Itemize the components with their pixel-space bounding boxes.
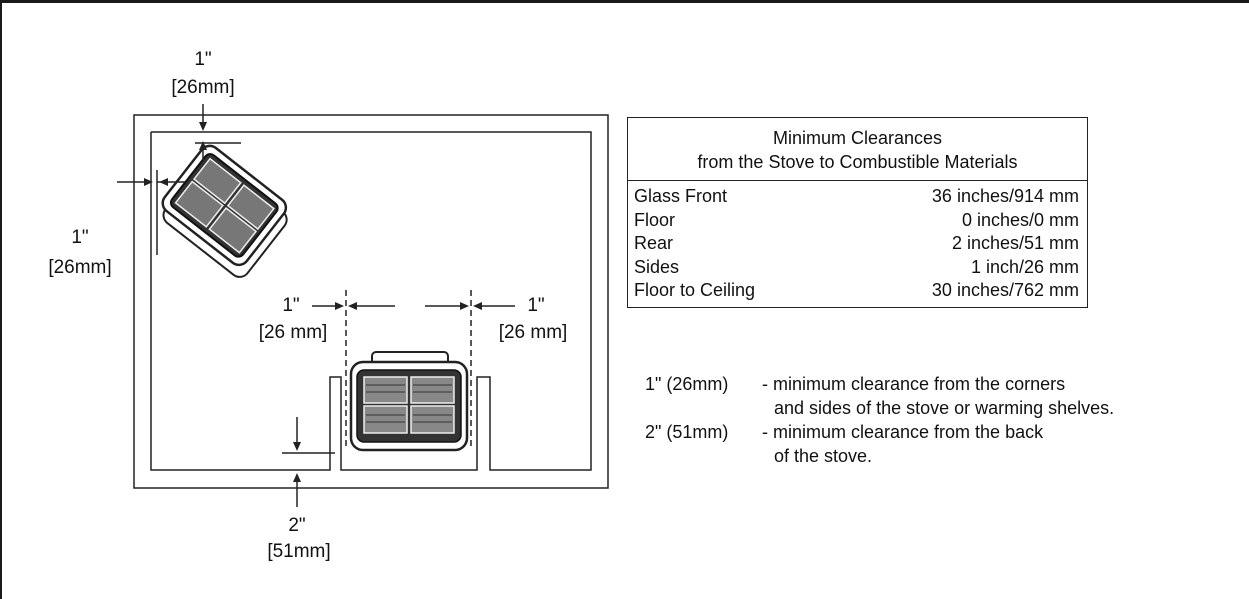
- table-row-label: Glass Front: [634, 186, 728, 206]
- table-row: Floor to Ceiling 30 inches/762 mm: [634, 279, 1079, 303]
- note-item: 1" (26mm) - minimum clearance from the c…: [645, 372, 1114, 396]
- rear-mm-label: [51mm]: [267, 541, 330, 562]
- clearances-table-body: Glass Front 36 inches/914 mm Floor 0 inc…: [628, 181, 1087, 307]
- note-key-spacer: [645, 396, 762, 420]
- side-right-inches-label: 1": [527, 295, 544, 316]
- table-row-label: Floor to Ceiling: [634, 280, 756, 300]
- front-stove: [349, 351, 469, 452]
- side-left-mm-label: [26 mm]: [259, 322, 328, 343]
- side-right-mm-label: [26 mm]: [499, 322, 568, 343]
- table-row-label: Rear: [634, 233, 674, 253]
- dimension-arrowheads: [144, 122, 482, 482]
- table-row: Sides 1 inch/26 mm: [634, 256, 1079, 280]
- clearances-table-header: Minimum Clearances from the Stove to Com…: [628, 118, 1087, 181]
- side-left-inches-label: 1": [282, 295, 299, 316]
- clearances-table-title-line2: from the Stove to Combustible Materials: [697, 152, 1018, 172]
- table-row-label: Floor: [634, 209, 676, 230]
- left-corner-inches-label: 1": [71, 227, 88, 248]
- top-corner-inches-label: 1": [194, 49, 211, 70]
- top-corner-mm-label: [26mm]: [171, 77, 234, 98]
- table-row: Glass Front 36 inches/914 mm: [634, 185, 1079, 209]
- note-key: 2" (51mm): [645, 422, 729, 442]
- corner-stove: [161, 144, 288, 278]
- frame-left-border: [0, 0, 2, 599]
- note-text: of the stove.: [774, 446, 873, 466]
- table-row-value: 0 inches/0 mm: [961, 209, 1079, 230]
- note-item: 2" (51mm) - minimum clearance from the b…: [645, 420, 1114, 444]
- table-row-value: 1 inch/26 mm: [970, 256, 1079, 277]
- clearances-table: Minimum Clearances from the Stove to Com…: [627, 117, 1088, 308]
- room-walls: [133, 114, 609, 489]
- table-row-label: Sides: [634, 256, 680, 277]
- table-row-value: 30 inches/762 mm: [931, 280, 1079, 300]
- note-item-continuation: and sides of the stove or warming shelve…: [645, 396, 1114, 420]
- note-key: 1" (26mm): [645, 374, 729, 394]
- table-row-value: 36 inches/914 mm: [931, 186, 1079, 206]
- clearance-notes: 1" (26mm) - minimum clearance from the c…: [645, 372, 1114, 468]
- frame-top-border: [0, 0, 1249, 3]
- left-corner-mm-label: [26mm]: [48, 257, 111, 278]
- note-text: - minimum clearance from the corners: [762, 374, 1066, 394]
- clearances-table-title-line1: Minimum Clearances: [772, 128, 943, 148]
- note-item-continuation: of the stove.: [645, 444, 1114, 468]
- rear-inches-label: 2": [288, 515, 305, 536]
- table-row: Floor 0 inches/0 mm: [634, 209, 1079, 233]
- note-text: - minimum clearance from the back: [762, 422, 1044, 442]
- note-text: and sides of the stove or warming shelve…: [774, 398, 1115, 418]
- table-row: Rear 2 inches/51 mm: [634, 232, 1079, 256]
- table-row-value: 2 inches/51 mm: [951, 233, 1079, 253]
- note-key-spacer: [645, 444, 762, 468]
